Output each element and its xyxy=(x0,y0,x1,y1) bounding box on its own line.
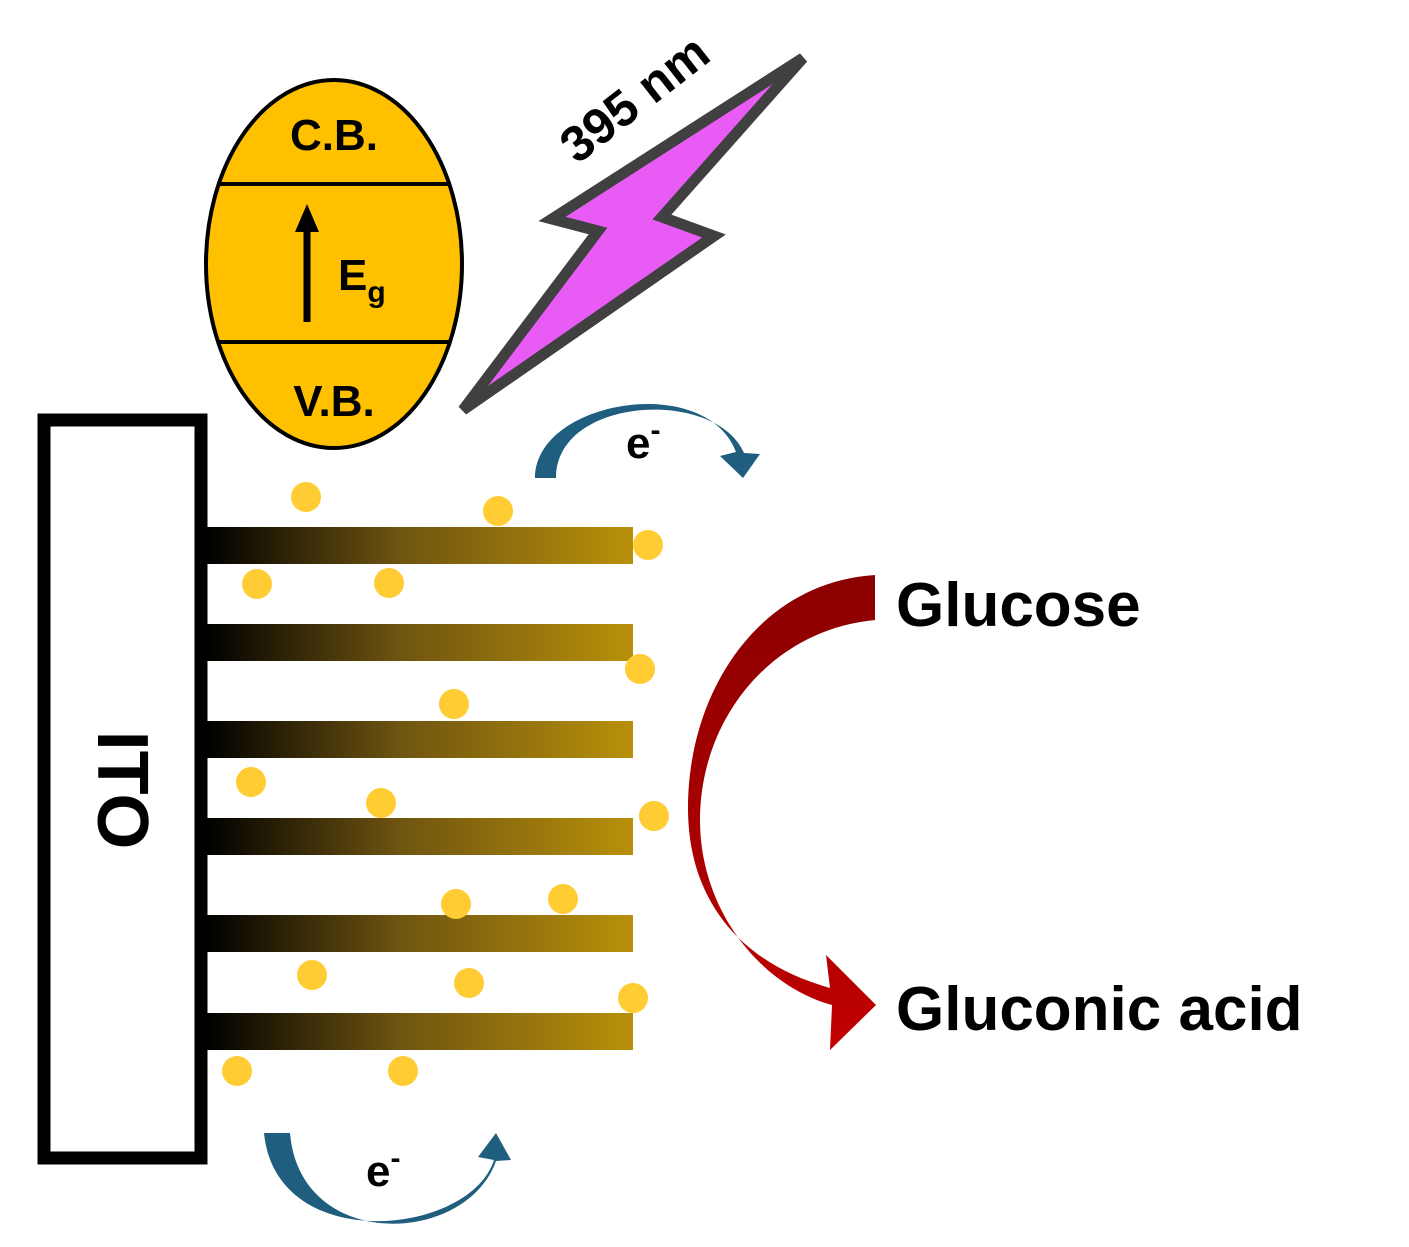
glucose-oxidation: Glucose Gluconic acid xyxy=(688,571,1303,1050)
ito-electrode-frame xyxy=(37,413,208,1165)
nanoparticle xyxy=(618,983,648,1013)
nanoparticle xyxy=(297,960,327,990)
band-gap-symbol: E xyxy=(338,251,367,300)
nanorod xyxy=(207,624,633,661)
light-excitation: 395 nm xyxy=(458,23,808,415)
electron-transfer-top: e- xyxy=(535,404,760,478)
lightning-bolt-icon xyxy=(458,53,808,415)
nanoparticle xyxy=(454,968,484,998)
nanoparticle xyxy=(222,1056,252,1086)
electron-transfer-bottom: e- xyxy=(264,1133,511,1224)
valence-band-label: V.B. xyxy=(293,377,375,426)
nanoparticle xyxy=(388,1056,418,1086)
nanoparticle-group xyxy=(222,482,669,1086)
electron-arrow-top-icon xyxy=(535,404,760,478)
glucose-label: Glucose xyxy=(896,571,1141,640)
nanoparticle xyxy=(291,482,321,512)
band-gap-subscript: g xyxy=(367,276,385,309)
nanoparticle xyxy=(236,767,266,797)
nanorod xyxy=(207,818,633,855)
nanoparticle xyxy=(625,654,655,684)
ito-label: ITO xyxy=(82,731,162,850)
band-gap-label: Eg xyxy=(338,251,386,309)
electron-label-bottom: e- xyxy=(366,1142,400,1196)
band-diagram: C.B. V.B. Eg xyxy=(204,78,464,450)
nanoparticle xyxy=(439,689,469,719)
band-gap-arrow-icon xyxy=(295,204,319,322)
nanoparticle xyxy=(366,788,396,818)
nanoparticle xyxy=(548,884,578,914)
nanoparticle xyxy=(242,569,272,599)
nanoparticle xyxy=(441,889,471,919)
gluconic-acid-label: Gluconic acid xyxy=(896,975,1303,1044)
nanoparticle xyxy=(483,496,513,526)
nanorod xyxy=(207,721,633,758)
electron-label-top: e- xyxy=(626,414,660,468)
electron-arrow-bottom-icon xyxy=(264,1133,511,1224)
nanoparticle xyxy=(633,530,663,560)
ito-electrode: ITO xyxy=(37,413,208,1165)
reaction-arrow-icon xyxy=(688,575,876,1050)
band-ellipse xyxy=(204,78,464,450)
nanorod xyxy=(207,915,633,952)
nanorod-array xyxy=(207,527,633,1050)
nanorod xyxy=(207,1013,633,1050)
conduction-band-label: C.B. xyxy=(290,111,378,160)
nanoparticle xyxy=(374,568,404,598)
nanorod xyxy=(207,527,633,564)
nanoparticle xyxy=(639,801,669,831)
